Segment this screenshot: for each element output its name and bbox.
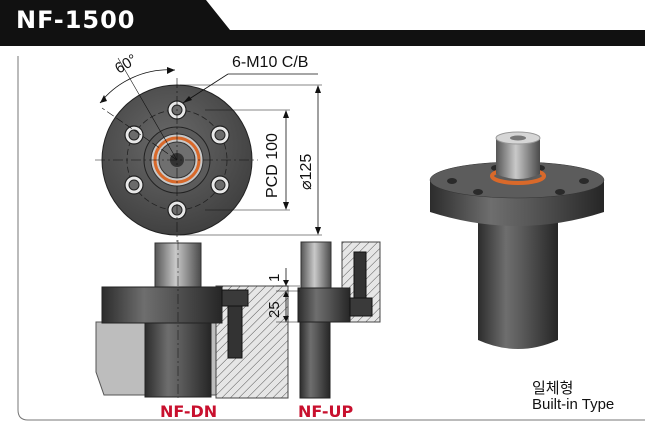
pcd-dimension-label: PCD 100 <box>264 133 281 198</box>
nf-dn-label: NF-DN <box>160 402 218 421</box>
built-in-type-3d-render <box>429 131 605 349</box>
header-bar <box>0 0 645 46</box>
caption-english: Built-in Type <box>532 396 615 413</box>
nf-dn-section-view <box>95 240 289 399</box>
thread-callout-label: 6-M10 C/B <box>232 54 309 71</box>
nf-up-section-view <box>276 241 381 399</box>
gap-dimension-label: 1 <box>266 273 283 282</box>
frame-line <box>17 56 645 421</box>
flange-top-view <box>95 57 322 242</box>
caption-korean: 일체형 <box>532 379 574 397</box>
thickness-dimension-label: 25 <box>266 301 283 318</box>
page-title: NF-1500 <box>16 6 136 34</box>
nf-up-label: NF-UP <box>298 402 354 421</box>
outer-diameter-label: ⌀125 <box>298 153 315 190</box>
